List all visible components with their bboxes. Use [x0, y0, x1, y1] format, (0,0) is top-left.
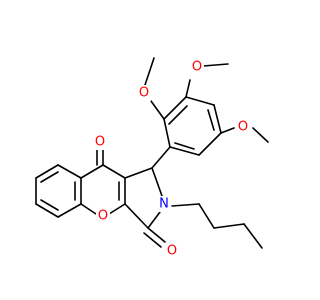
bond — [102, 164, 126, 179]
oxygen-label: O — [95, 135, 105, 150]
bond — [151, 167, 163, 197]
bond — [144, 57, 155, 86]
bond — [150, 100, 165, 120]
bonds — [35, 57, 269, 249]
bond — [171, 203, 200, 207]
atom-labels: O O O O O O N — [93, 59, 250, 259]
bond — [168, 105, 188, 125]
oxygen-label: O — [139, 86, 149, 101]
oxygen-label: O — [98, 209, 108, 224]
bond — [213, 104, 222, 134]
bond — [243, 223, 263, 249]
bond — [147, 211, 161, 229]
bond — [198, 132, 222, 156]
oxygen-label: O — [167, 244, 177, 259]
bond — [80, 164, 104, 179]
structure-svg: O O O O O O N — [35, 57, 269, 259]
bond — [185, 96, 215, 106]
bond — [108, 203, 126, 215]
bond — [252, 127, 269, 143]
bond — [147, 227, 166, 243]
bond — [174, 142, 195, 150]
bond — [40, 171, 59, 183]
oxygen-label: O — [192, 60, 202, 75]
bond — [151, 146, 171, 169]
bond — [163, 96, 187, 120]
bond — [57, 164, 82, 179]
bond — [143, 232, 162, 248]
bond — [213, 223, 245, 229]
bond — [80, 203, 97, 215]
oxygen-label: O — [238, 120, 248, 135]
bond — [198, 203, 215, 229]
bond — [185, 79, 191, 98]
bond — [207, 109, 215, 131]
nitrogen-label: N — [159, 197, 169, 212]
bond — [169, 146, 200, 156]
bond — [124, 203, 149, 229]
bond — [163, 118, 171, 148]
bond — [57, 203, 82, 218]
bond — [35, 203, 59, 218]
molecule-diagram: O O O O O O N — [35, 57, 269, 259]
bond — [124, 167, 153, 179]
bond — [220, 127, 235, 134]
bond — [35, 164, 59, 179]
bond — [202, 63, 229, 67]
bond — [40, 199, 59, 211]
